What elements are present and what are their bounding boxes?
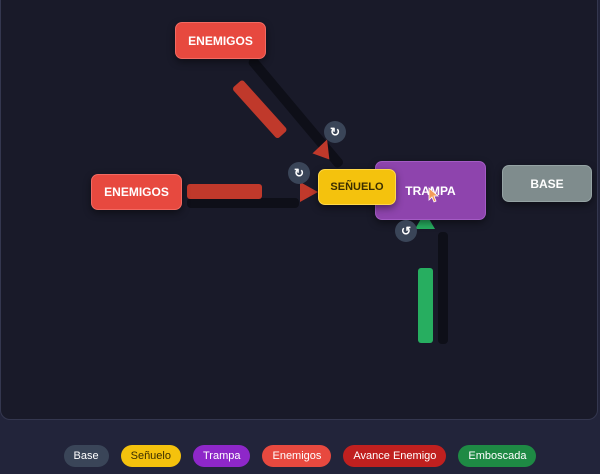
enemigos-node-left[interactable]: ENEMIGOS (91, 174, 182, 210)
enemigos-label: ENEMIGOS (188, 33, 253, 48)
legend-label: Emboscada (468, 450, 527, 462)
legend-label: Base (73, 450, 99, 462)
legend-label: Señuelo (130, 450, 171, 462)
legend-emboscada: Emboscada (458, 445, 537, 467)
legend: Base Señuelo Trampa Enemigos Avance Enem… (0, 444, 600, 468)
rotate-handle-icon[interactable]: ↺ (395, 220, 417, 242)
rotate-handle-icon[interactable]: ↻ (324, 121, 346, 143)
senuelo-label: SEÑUELO (330, 181, 384, 193)
legend-enemigos: Enemigos (262, 445, 332, 467)
legend-avance-enemigo: Avance Enemigo (343, 445, 447, 467)
rotate-glyph: ↻ (329, 125, 341, 139)
legend-label: Trampa (202, 450, 241, 462)
legend-label: Avance Enemigo (353, 450, 437, 462)
mouse-pointer-icon (428, 187, 440, 203)
enemigos-label: ENEMIGOS (104, 185, 169, 199)
rotate-glyph: ↻ (293, 166, 305, 180)
base-node[interactable]: BASE (502, 165, 592, 202)
ambush-bar[interactable] (418, 268, 433, 343)
base-label: BASE (530, 176, 564, 191)
legend-senuelo: Señuelo (120, 445, 181, 467)
rotate-handle-icon[interactable]: ↻ (288, 162, 310, 184)
connector-shadow (187, 198, 299, 208)
legend-base: Base (63, 445, 109, 467)
senuelo-node[interactable]: SEÑUELO (318, 169, 396, 205)
enemy-advance-bar[interactable] (187, 184, 262, 199)
legend-trampa: Trampa (192, 445, 251, 467)
connector-shadow (438, 232, 448, 344)
rotate-glyph: ↺ (400, 224, 412, 238)
legend-label: Enemigos (272, 450, 322, 462)
enemy-arrow-icon (300, 182, 318, 202)
enemigos-node-top[interactable]: ENEMIGOS (175, 22, 266, 59)
game-board[interactable]: ENEMIGOS ENEMIGOS TRAMPA SEÑUELO BASE ↻ … (0, 0, 598, 420)
